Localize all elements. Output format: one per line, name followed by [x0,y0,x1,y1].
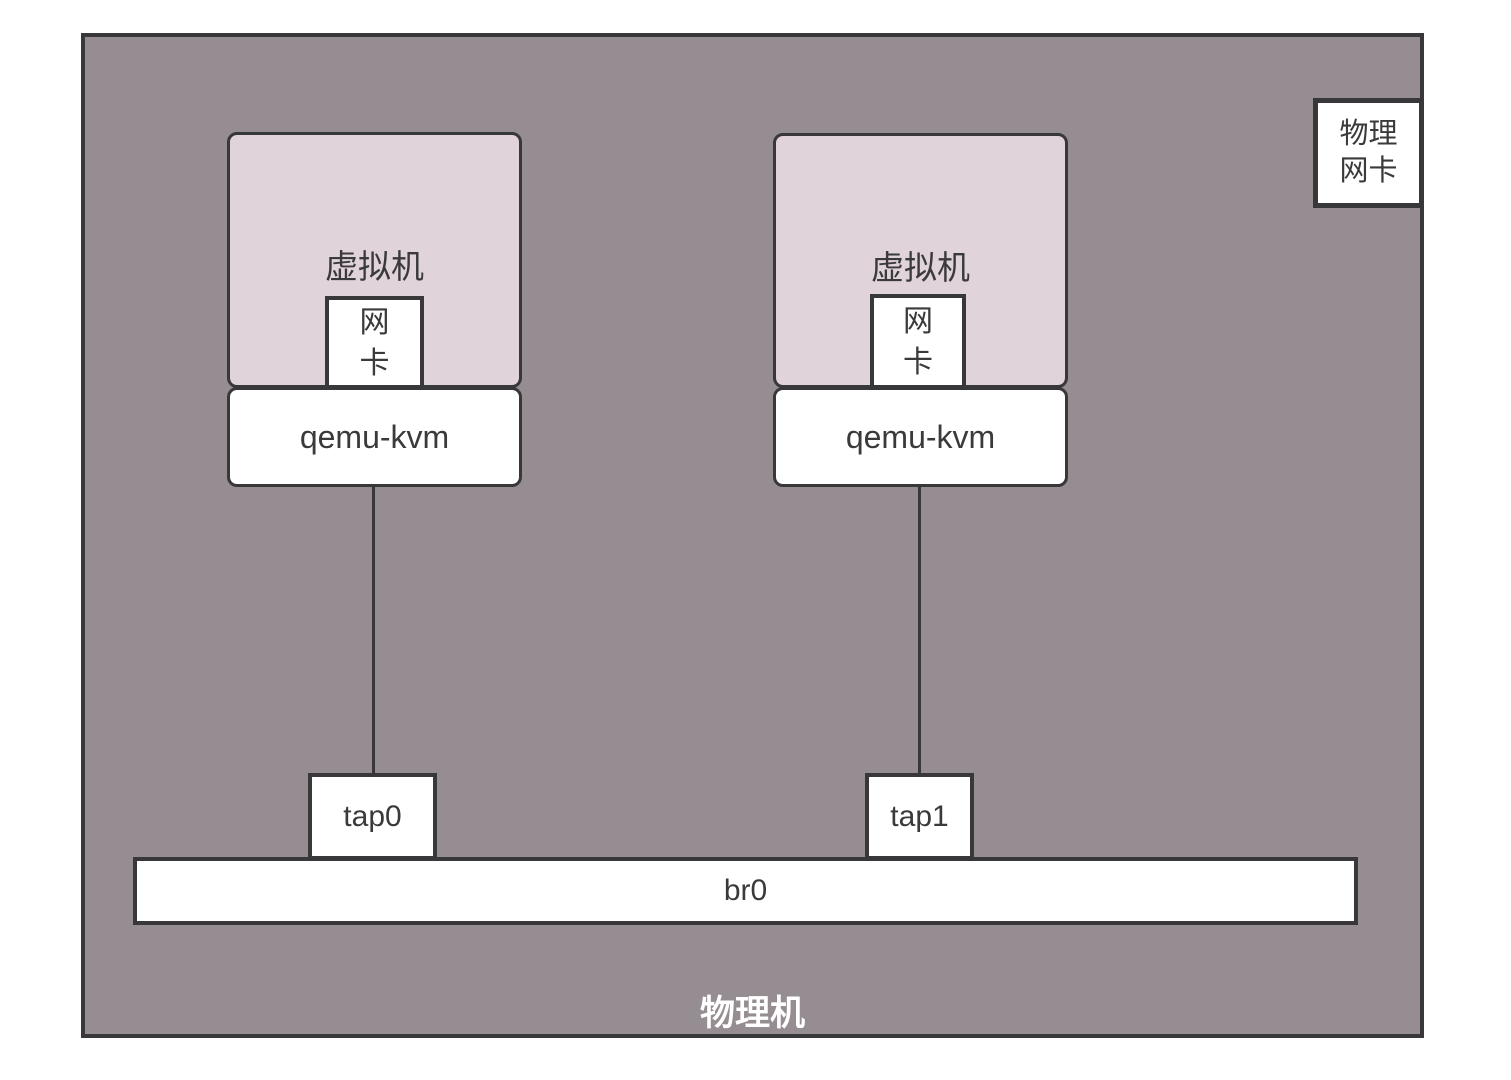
physical-nic-box: 物理 网卡 [1313,98,1424,208]
connector-line-2 [918,487,921,774]
vm-nic-box-2: 网 卡 [870,294,966,389]
bridge-bar: br0 [133,857,1358,925]
vm-label-1: 虚拟机 [325,248,424,285]
tap-node-0: tap0 [308,773,437,860]
connector-line-1 [372,487,375,774]
vm-nic-box-1: 网 卡 [325,296,424,389]
tap-node-1: tap1 [865,773,974,860]
hypervisor-box-2: qemu-kvm [773,387,1068,487]
vm-label-2: 虚拟机 [871,249,970,286]
hypervisor-box-1: qemu-kvm [227,387,522,487]
physical-machine-box: 虚拟机 网 卡 qemu-kvm tap0 虚拟机 网 卡 qemu-kvm t… [81,33,1424,1038]
physical-machine-label: 物理机 [699,994,805,1033]
